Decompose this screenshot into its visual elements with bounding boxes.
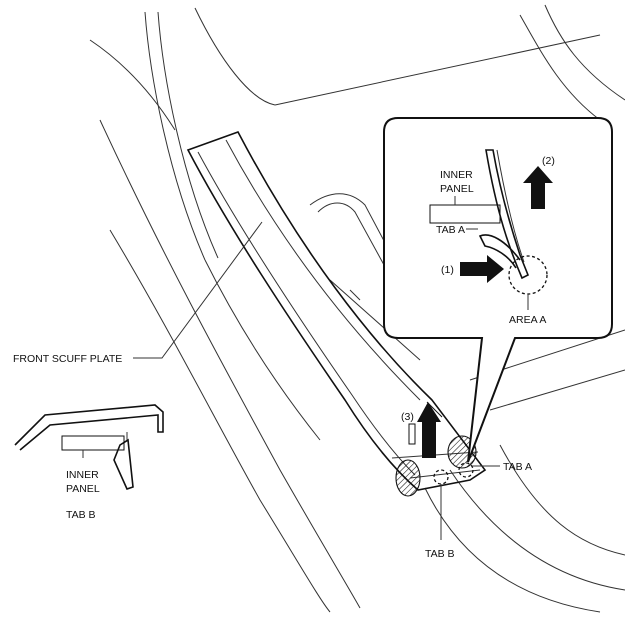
left-inner-panel-label-2: PANEL [66, 483, 100, 495]
arrow-right-icon-step-1 [460, 255, 504, 283]
left-tab-b-label: TAB B [66, 509, 96, 521]
front-scuff-plate-label: FRONT SCUFF PLATE [13, 353, 122, 365]
left-inner-panel-detail [14, 404, 164, 490]
arrow-up-icon-step-3 [408, 401, 443, 458]
step-1-label: (1) [441, 264, 454, 276]
detail-tab-a-mechanism [429, 149, 530, 280]
step-3-label: (3) [401, 411, 414, 423]
tab-a-dashed-circle [458, 462, 474, 478]
tab-b-dashed-circle [433, 469, 449, 485]
tab-a-main-label: TAB A [503, 461, 532, 473]
detail-callout [383, 117, 613, 463]
tab-b-main-label: TAB B [425, 548, 455, 560]
arrow-up-icon-step-2 [523, 166, 553, 209]
area-a-label: AREA A [509, 314, 546, 326]
step-2-label: (2) [542, 155, 555, 167]
detail-inner-panel-label-2: PANEL [440, 183, 474, 195]
clip-area-hatched-left [395, 459, 421, 497]
inner-panel-bar-detail [429, 204, 501, 224]
left-inner-panel-label-1: INNER [66, 469, 99, 481]
detail-inner-panel-label-1: INNER [440, 169, 473, 181]
detail-tab-a-label: TAB A [436, 224, 465, 236]
